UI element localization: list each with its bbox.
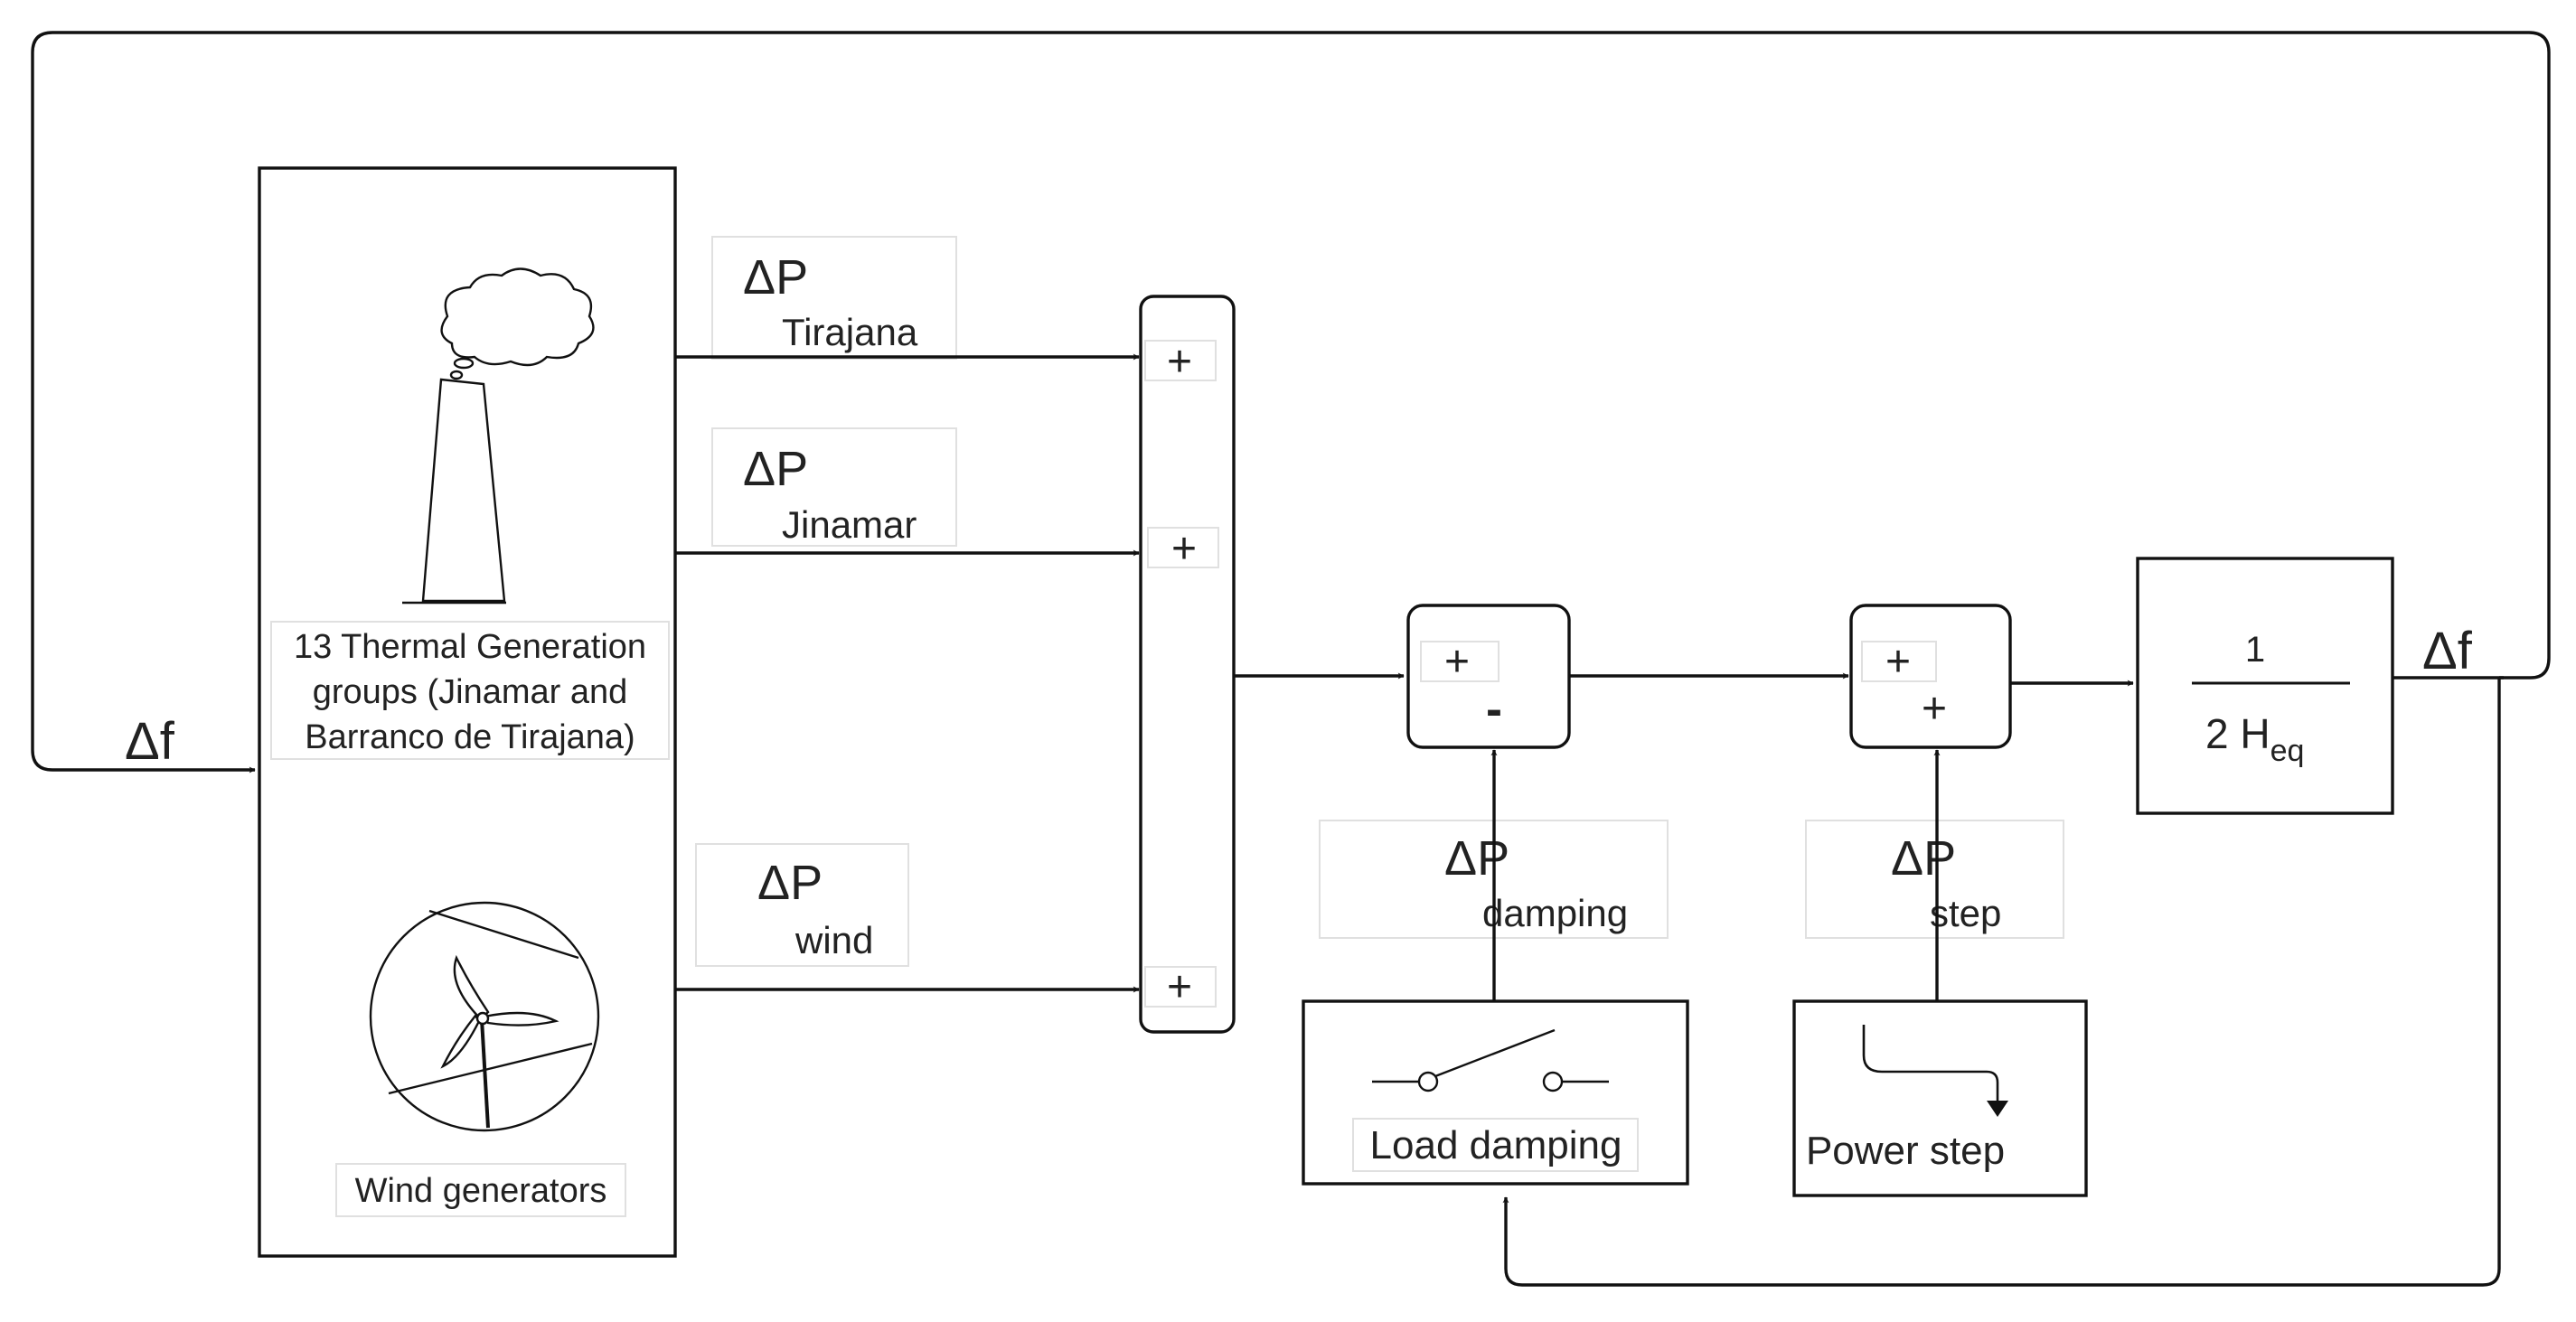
damping-subscript: damping [1482,892,1628,934]
power-step-block [1792,999,2088,1197]
delta-p-jinamar: ΔP [743,442,808,496]
step-summer-plus-1: + [1885,638,1911,686]
main-summer-plus-2: + [1171,525,1197,573]
main-summer-plus-1-box [1144,340,1217,381]
wind-subscript: wind [794,919,873,961]
main-summer-plus-2-box [1147,527,1219,568]
jinamar-label-box [711,427,957,547]
tirajana-subscript: Tirajana [782,311,918,353]
delta-p-damping: ΔP [1444,831,1509,886]
transfer-function-block [2136,557,2394,815]
thermal-label-box [270,621,670,760]
feedback-loop-top [31,31,2551,774]
load-damping-label: Load damping [1370,1123,1622,1167]
switch-icon [1372,1028,1609,1092]
power-step-label: Power step [1806,1129,2005,1173]
transfer-denominator: 2 Heq [2205,710,2304,768]
output-delta-f-label: Δf [2422,622,2473,680]
load-damping-label-box [1352,1118,1639,1172]
jinamar-subscript: Jinamar [782,503,917,546]
wind-turbine-icon [369,901,600,1132]
main-summer-plus-3-box [1144,966,1217,1008]
thermal-label-line-1: 13 Thermal Generation [294,628,646,666]
input-delta-f-label: Δf [125,712,175,771]
wind-generators-label: Wind generators [355,1172,607,1210]
transfer-numerator: 1 [2245,630,2265,670]
thermal-label-line-2: groups (Jinamar and [313,673,628,711]
damping-summer-minus: - [1486,682,1502,736]
feedback-loop-bottom [1502,678,2501,1287]
chimney-icon [402,378,506,605]
main-summer-plus-3: + [1167,963,1192,1011]
step-summer-plus-2: + [1922,685,1947,733]
damping-summer-plus-box [1420,641,1500,682]
step-arrow-icon [1862,1025,1999,1106]
step-label-box [1805,820,2064,939]
delta-p-tirajana: ΔP [743,250,808,305]
step-subscript: step [1930,892,2001,934]
cloud-icon [440,267,595,390]
damping-summer-plus: + [1444,638,1470,686]
delta-p-wind: ΔP [757,856,823,910]
wind-label-box [335,1163,626,1217]
main-summer-plus-1: + [1167,338,1192,386]
wind-signal-label-box [695,843,909,967]
delta-p-step: ΔP [1891,831,1956,886]
tirajana-label-box [711,236,957,360]
thermal-label-line-3: Barranco de Tirajana) [305,718,635,756]
step-arrow-head [1987,1101,2008,1117]
main-summer [1139,295,1236,1034]
step-summer-plus-1-box [1861,641,1937,682]
